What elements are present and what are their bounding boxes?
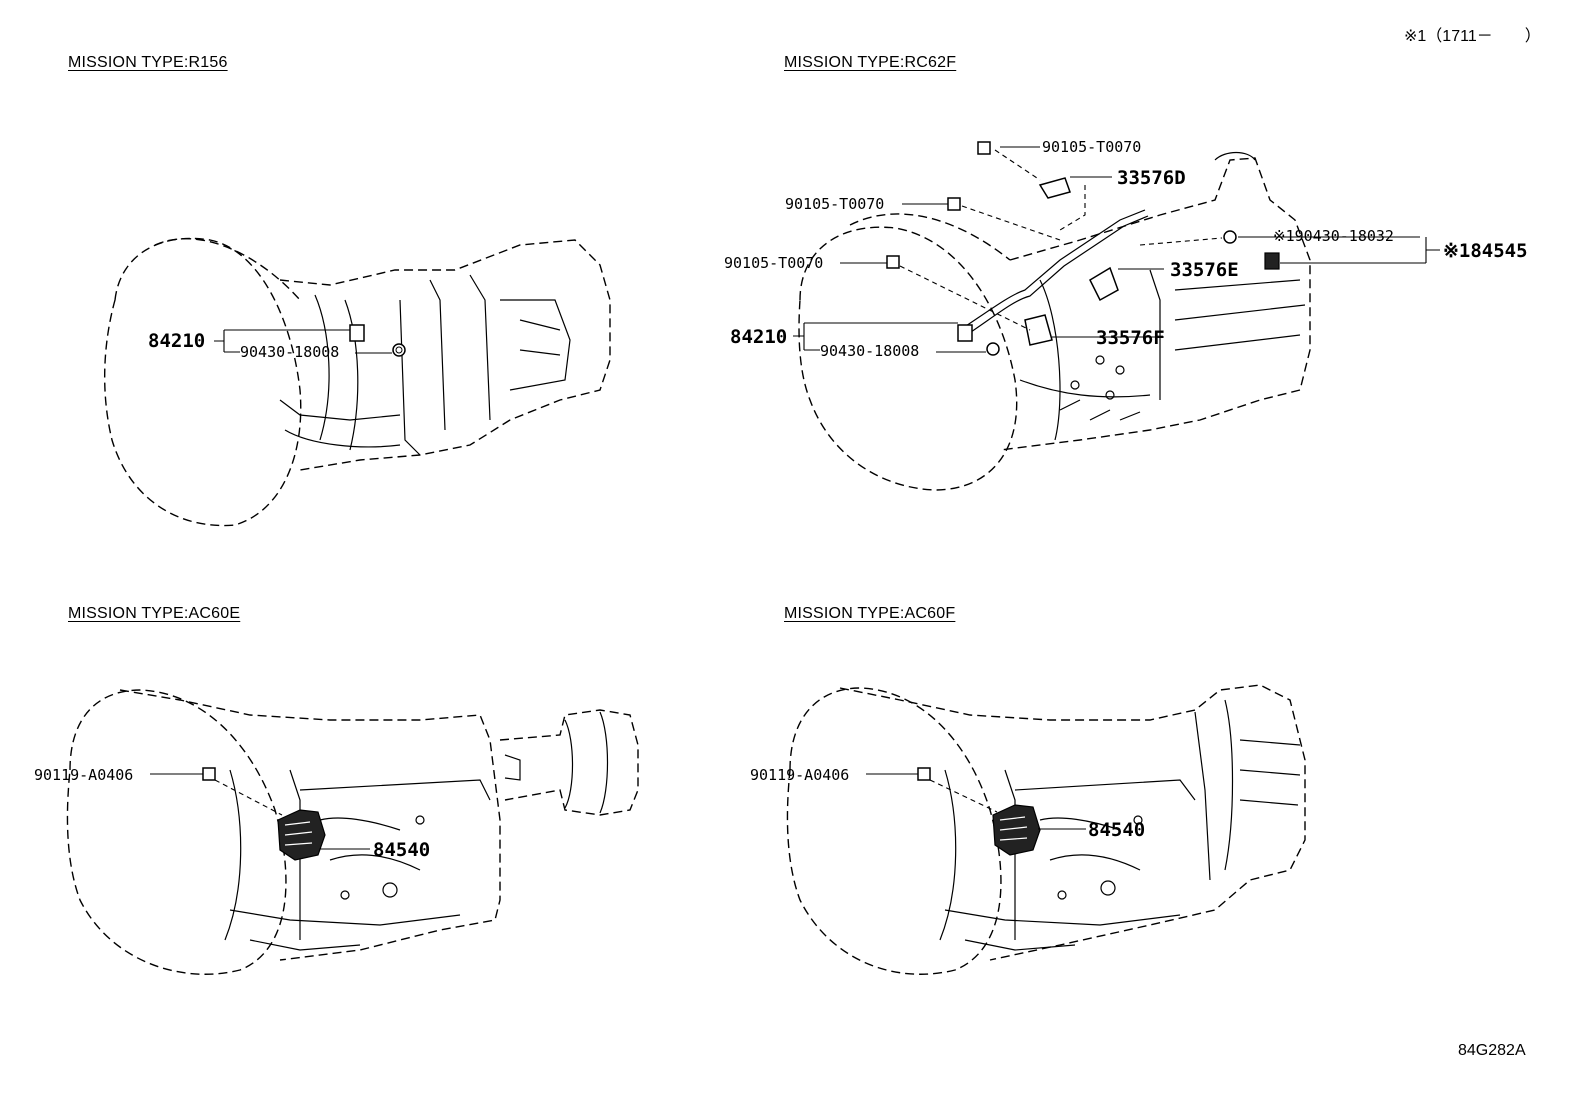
transmission-rc62f	[798, 141, 1311, 491]
label-90119-a0406-ac60e: 90119-A0406	[34, 766, 133, 784]
leaders-rc62f	[793, 146, 1440, 353]
o-ring-r156	[392, 343, 406, 357]
speed-sensor-r156	[349, 324, 365, 342]
position-switch-ac60e	[277, 809, 326, 861]
bracket-33576f	[1024, 314, 1053, 346]
label-84210-rc62f: 84210	[730, 326, 787, 348]
label-33576f: 33576F	[1096, 327, 1165, 349]
label-84540-ac60e: 84540	[373, 839, 430, 861]
label-90119-a0406-ac60f: 90119-A0406	[750, 766, 849, 784]
gasket-190430-18032	[1223, 230, 1237, 244]
leaders-ac60e	[150, 773, 370, 850]
section-title-r156: MISSION TYPE:R156	[68, 54, 228, 71]
label-90105-t0070-b: 90105-T0070	[785, 195, 884, 213]
position-switch-ac60f	[992, 804, 1041, 856]
label-84540-ac60f: 84540	[1088, 819, 1145, 841]
label-84210-r156: 84210	[148, 330, 205, 352]
bracket-33576d	[1038, 177, 1071, 199]
label-190430-18032: ※190430-18032	[1273, 227, 1394, 245]
switch-184545	[1264, 252, 1280, 270]
leaders-ac60f	[866, 773, 1086, 830]
section-title-ac60f: MISSION TYPE:AC60F	[784, 605, 956, 622]
leaders-r156	[214, 329, 392, 354]
section-title-rc62f: MISSION TYPE:RC62F	[784, 54, 957, 71]
bolt-rc62f-3	[886, 255, 900, 269]
label-90105-t0070-c: 90105-T0070	[724, 254, 823, 272]
speed-sensor-rc62f	[957, 324, 973, 342]
diagram-code: 84G282A	[1458, 1042, 1526, 1059]
bolt-rc62f-2	[947, 197, 961, 211]
o-ring-rc62f	[986, 342, 1000, 356]
label-33576d: 33576D	[1117, 167, 1186, 189]
bolt-ac60f	[917, 767, 931, 781]
transmission-ac60e	[66, 689, 639, 975]
label-90105-t0070-a: 90105-T0070	[1042, 138, 1141, 156]
label-33576e: 33576E	[1170, 259, 1239, 281]
bolt-ac60e	[202, 767, 216, 781]
bolt-rc62f-1	[977, 141, 991, 155]
bracket-33576e	[1089, 266, 1119, 302]
label-90430-18008-r156: 90430-18008	[240, 343, 339, 361]
section-title-ac60e: MISSION TYPE:AC60E	[68, 605, 241, 622]
header-note: ※1（1711－ ）	[1404, 28, 1541, 45]
transmission-r156	[103, 237, 611, 527]
transmission-ac60f	[786, 684, 1306, 975]
label-90430-18008-rc62f: 90430-18008	[820, 342, 919, 360]
label-184545: ※184545	[1443, 240, 1528, 262]
